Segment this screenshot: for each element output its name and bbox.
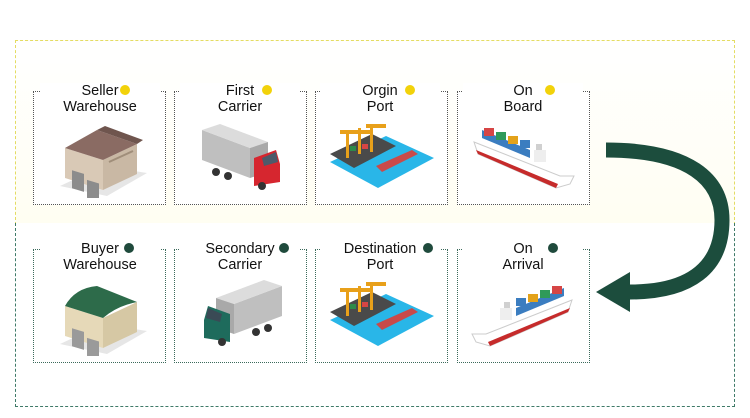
stage-label-line2: Warehouse: [63, 257, 137, 273]
stage-label-on-board: On Board: [463, 83, 583, 115]
warehouse-icon: [60, 286, 147, 356]
status-dot-yellow: [405, 85, 415, 95]
stage-label-first-carrier: First Carrier: [180, 83, 300, 115]
port-icon: [330, 124, 434, 188]
status-dot-green: [279, 243, 289, 253]
stage-label-buyer-warehouse: Buyer Warehouse: [40, 241, 160, 273]
stage-label-line2: Board: [503, 99, 543, 115]
stage-label-origin-port: Orgin Port: [320, 83, 440, 115]
warehouse-icon: [60, 126, 147, 198]
port-icon: [330, 282, 434, 346]
flow-return-arrow-icon: [596, 142, 730, 312]
stage-label-line1: Seller: [81, 83, 119, 99]
stage-label-on-arrival: On Arrival: [463, 241, 583, 273]
status-dot-green: [124, 243, 134, 253]
stage-label-line2: Arrival: [502, 257, 544, 273]
stage-label-line1: Buyer: [81, 241, 119, 257]
stage-label-line1: Orgin: [362, 83, 398, 99]
stage-label-line2: Port: [366, 99, 394, 115]
truck-icon: [202, 124, 280, 190]
stage-label-line2: Port: [366, 257, 394, 273]
status-dot-yellow: [545, 85, 555, 95]
ship-icon: [473, 128, 575, 189]
status-dot-green: [548, 243, 558, 253]
stage-label-destination-port: Destination Port: [320, 241, 440, 273]
stage-label-line2: Carrier: [217, 257, 263, 273]
stage-label-line1: Secondary: [205, 241, 275, 257]
stage-label-line1: On: [513, 241, 533, 257]
stage-label-line1: On: [513, 83, 533, 99]
stage-label-line1: Destination: [343, 241, 417, 257]
stage-label-seller-warehouse: Seller Warehouse: [40, 83, 160, 115]
stage-label-line2: Warehouse: [63, 99, 137, 115]
stage-label-line1: First: [225, 83, 255, 99]
truck-icon: [204, 280, 282, 346]
status-dot-green: [423, 243, 433, 253]
ship-icon: [471, 286, 573, 347]
status-dot-yellow: [262, 85, 272, 95]
stage-label-line2: Carrier: [217, 99, 263, 115]
status-dot-yellow: [120, 85, 130, 95]
